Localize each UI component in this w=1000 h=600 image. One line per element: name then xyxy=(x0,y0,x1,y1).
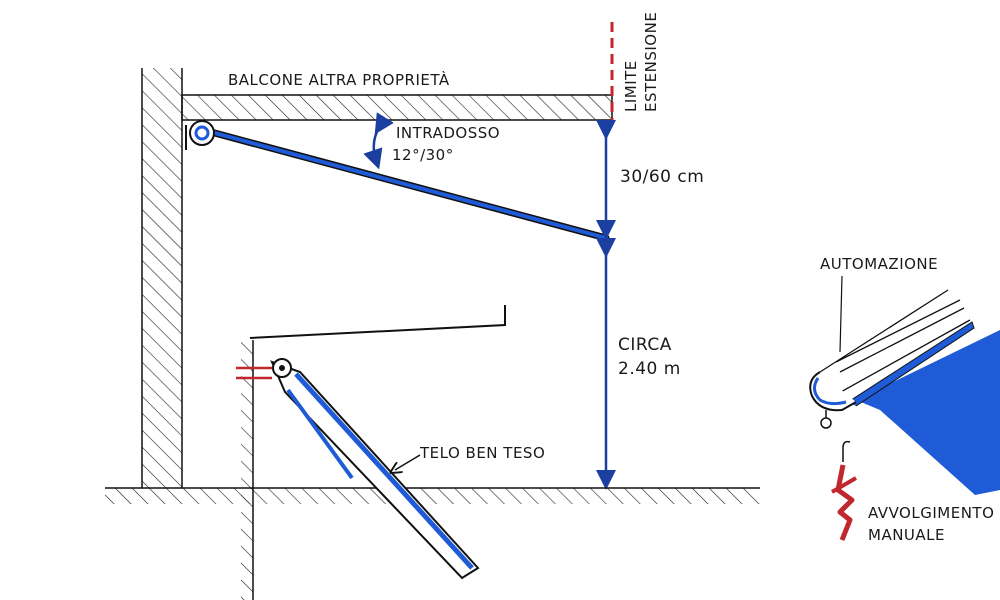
balcony-slab xyxy=(181,94,613,121)
manual-winding-label-2: MANUALE xyxy=(868,526,945,544)
soffit-angle-label: 12°/30° xyxy=(392,146,454,164)
extension-limit-label: LIMITE ESTENSIONE xyxy=(622,12,660,112)
fabric-pointer xyxy=(395,454,421,470)
svg-text:ESTENSIONE: ESTENSIONE xyxy=(642,12,660,112)
svg-text:LIMITE: LIMITE xyxy=(622,60,640,112)
manual-winding-label: AVVOLGIMENTO xyxy=(868,504,994,522)
height-label: CIRCA xyxy=(618,335,672,355)
extended-awning xyxy=(185,120,610,242)
balcony-label: BALCONE ALTRA PROPRIETÀ xyxy=(228,70,450,89)
height-value-label: 2.40 m xyxy=(618,359,681,379)
folded-awning xyxy=(270,358,480,580)
building-wall xyxy=(141,68,183,488)
ground xyxy=(105,487,760,504)
manual-crank-icon xyxy=(830,440,858,541)
automation-label: AUTOMAZIONE xyxy=(820,255,938,273)
lower-wall xyxy=(236,305,506,600)
fabric-label: TELO BEN TESO xyxy=(419,444,545,462)
automation-pointer xyxy=(839,275,843,353)
slope-angle-arrow xyxy=(363,112,394,170)
motorized-roller-detail xyxy=(809,289,1000,495)
gap-label: 30/60 cm xyxy=(620,167,704,187)
soffit-label: INTRADOSSO xyxy=(396,124,500,142)
